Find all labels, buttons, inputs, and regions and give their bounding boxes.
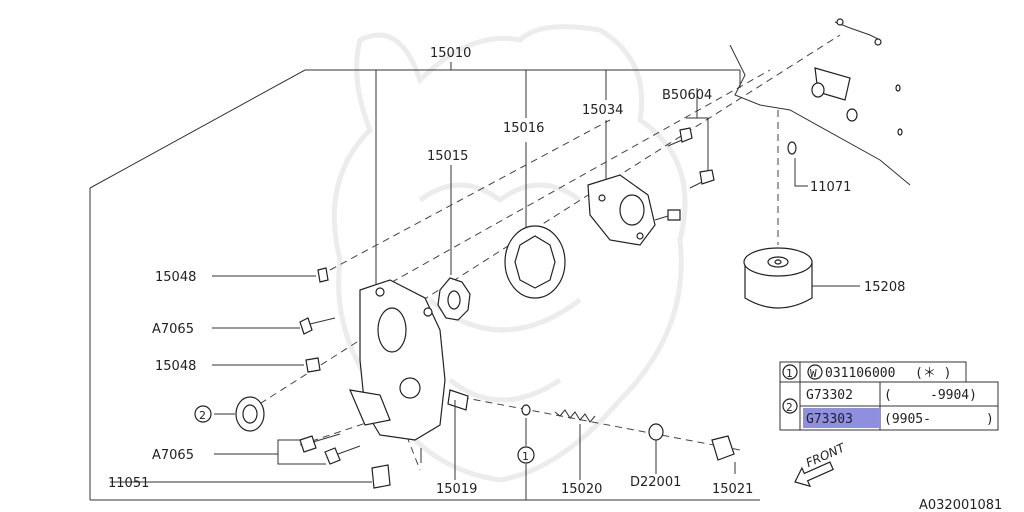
label-15048-bottom[interactable]: 15048 <box>155 359 196 374</box>
label-15016[interactable]: 15016 <box>503 121 544 136</box>
diagram-id: A032001081 <box>919 498 1002 512</box>
leader-lines <box>110 275 736 500</box>
label-a7065-top[interactable]: A7065 <box>152 322 194 337</box>
selected-part-highlight <box>803 408 879 428</box>
label-15048-top[interactable]: 15048 <box>155 270 196 285</box>
outer-rotor <box>504 225 566 299</box>
table-part-031106000[interactable]: 031106000 <box>825 366 895 381</box>
table-part-g73303[interactable]: G73303 <box>806 412 853 427</box>
dowel-pin <box>787 67 858 187</box>
table-note-row1: (＊ ) <box>915 366 951 381</box>
front-arrow: FRONT <box>794 440 848 488</box>
label-15010[interactable]: 15010 <box>430 46 471 61</box>
table-ref-1: 1 <box>786 367 793 380</box>
table-part-g73302[interactable]: G73302 <box>806 388 853 403</box>
callout-2-gasket: 2 <box>194 405 212 423</box>
label-11051[interactable]: 11051 <box>108 476 149 491</box>
oil-pump-body <box>349 279 446 463</box>
engine-block-outline <box>729 18 911 186</box>
pump-cover <box>587 174 656 246</box>
svg-text:2: 2 <box>199 409 206 422</box>
svg-text:1: 1 <box>522 450 529 463</box>
label-a7065-bottom[interactable]: A7065 <box>152 448 194 463</box>
assembly-bracket <box>89 62 760 501</box>
table-range-row3: (9905- <box>884 412 931 427</box>
table-range-close: ) <box>986 412 994 427</box>
table-range-open: ( <box>884 388 892 403</box>
label-d22001[interactable]: D22001 <box>630 475 681 490</box>
label-15020[interactable]: 15020 <box>561 482 602 497</box>
label-15034[interactable]: 15034 <box>582 103 623 118</box>
label-15015[interactable]: 15015 <box>427 149 468 164</box>
label-11071[interactable]: 11071 <box>810 180 851 195</box>
label-15208[interactable]: 15208 <box>864 280 905 295</box>
label-b50604[interactable]: B50604 <box>662 88 712 103</box>
legend-table: 1 W 031106000 (＊ ) 2 G73302 ( -9904) G73… <box>779 361 999 431</box>
oil-filter <box>743 247 860 309</box>
inner-rotor <box>437 277 471 321</box>
table-ref-2: 2 <box>786 401 793 414</box>
table-range-row2: -9904) <box>930 388 977 403</box>
small-parts <box>235 267 735 489</box>
table-washer-prefix: W <box>810 367 817 380</box>
label-15019[interactable]: 15019 <box>436 482 477 497</box>
callout-1-washer: 1 <box>517 446 535 464</box>
screws <box>654 88 715 221</box>
label-15021[interactable]: 15021 <box>712 482 753 497</box>
